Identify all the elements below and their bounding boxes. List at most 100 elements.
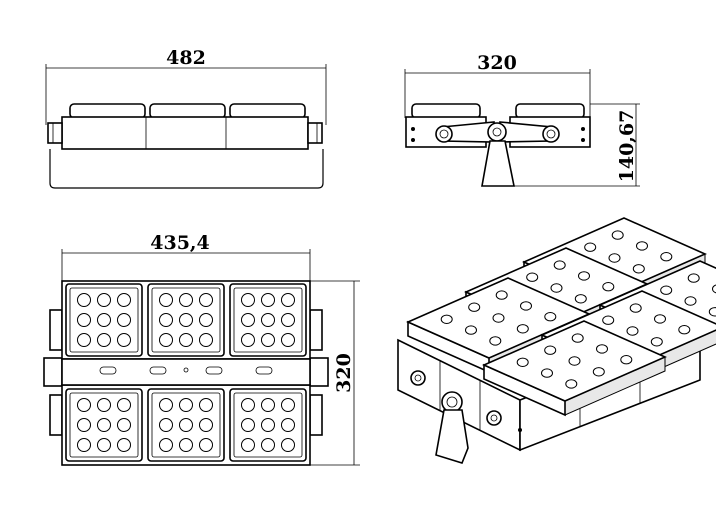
led [97, 293, 111, 307]
iso-led [620, 355, 633, 365]
side-view: 320 140,67 [404, 52, 640, 187]
led [179, 333, 193, 347]
iso-led [626, 326, 639, 336]
iso-led [553, 260, 566, 270]
led [281, 333, 295, 347]
led [241, 418, 255, 432]
iso-led [440, 314, 453, 324]
top-module-3 [229, 283, 307, 357]
led [179, 438, 193, 452]
top-module-2 [147, 283, 225, 357]
iso-pivot-left [410, 370, 426, 386]
led [241, 398, 255, 412]
led [261, 418, 275, 432]
iso-led [632, 264, 645, 274]
iso-led [629, 303, 642, 313]
top-center-hole [183, 367, 189, 373]
led [241, 313, 255, 327]
led [97, 438, 111, 452]
led [77, 333, 91, 347]
led [117, 313, 131, 327]
iso-pivot-left-inner [414, 374, 422, 382]
led [159, 398, 173, 412]
led [179, 398, 193, 412]
led [159, 418, 173, 432]
led [117, 333, 131, 347]
led [97, 418, 111, 432]
iso-led [636, 241, 648, 251]
iso-led [650, 337, 663, 347]
iso-led [526, 272, 539, 282]
side-pivot-left-inner [439, 129, 449, 139]
led [261, 438, 275, 452]
led [281, 293, 295, 307]
iso-led [544, 312, 557, 322]
iso-led [654, 314, 666, 324]
iso-led [592, 367, 605, 377]
iso-housing-seams [439, 353, 641, 430]
led [179, 418, 193, 432]
side-pivot-center-inner [492, 127, 502, 137]
led [281, 438, 295, 452]
front-dim-label: 482 [166, 47, 206, 69]
led [241, 333, 255, 347]
iso-view [397, 217, 716, 464]
top-slot-2 [149, 366, 167, 375]
led [117, 293, 131, 307]
led [97, 313, 111, 327]
front-view: 482 [45, 47, 327, 189]
iso-led [602, 315, 615, 325]
led [159, 293, 173, 307]
led [159, 438, 173, 452]
side-dim-width-label: 320 [477, 52, 517, 74]
led [261, 333, 275, 347]
top-tab-4 [309, 394, 323, 436]
led [199, 418, 213, 432]
iso-led [516, 357, 529, 367]
top-module-5 [147, 388, 225, 462]
led [117, 438, 131, 452]
led [281, 313, 295, 327]
front-lens-cap-1 [69, 103, 146, 119]
top-slot-4 [255, 366, 273, 375]
led [199, 313, 213, 327]
led [97, 333, 111, 347]
front-lens-cap-3 [229, 103, 306, 119]
top-module-1 [65, 283, 143, 357]
iso-led [660, 252, 673, 262]
led [281, 418, 295, 432]
side-screw-2 [411, 138, 415, 142]
iso-led [578, 271, 590, 281]
iso-led [678, 325, 691, 335]
top-tab-3 [309, 309, 323, 351]
top-tab-5 [43, 357, 63, 387]
led [179, 313, 193, 327]
iso-led [565, 379, 578, 389]
side-pivot-center [487, 122, 507, 142]
led [199, 438, 213, 452]
front-housing [61, 116, 309, 150]
top-led-modules [65, 283, 307, 462]
top-module-4 [65, 388, 143, 462]
led [159, 333, 173, 347]
iso-led [684, 296, 697, 306]
led [179, 293, 193, 307]
iso-screw [518, 428, 522, 432]
front-connector-right [307, 122, 323, 144]
iso-led [550, 283, 563, 293]
iso-led [520, 301, 532, 311]
iso-led [465, 325, 477, 335]
led [77, 418, 91, 432]
led [261, 398, 275, 412]
top-module-6 [229, 388, 307, 462]
led [77, 313, 91, 327]
iso-led [602, 282, 615, 292]
iso-pivot-right-inner [490, 414, 498, 422]
side-screw-3 [581, 127, 585, 131]
side-pivot-right [542, 125, 560, 143]
led [241, 438, 255, 452]
led [77, 293, 91, 307]
front-lens-cap-2 [149, 103, 226, 119]
iso-pivot-right [486, 410, 502, 426]
